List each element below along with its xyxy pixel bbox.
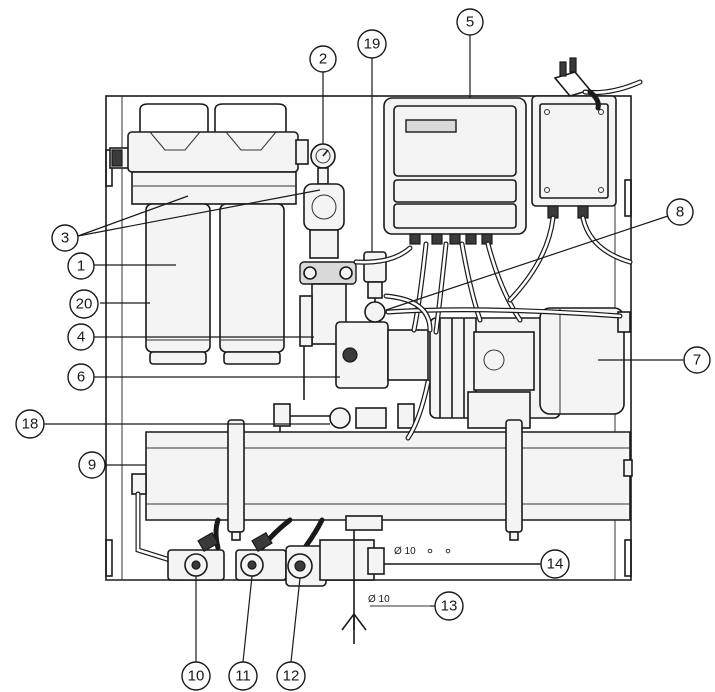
callout-20: 20 (69, 289, 99, 319)
callout-2: 2 (309, 45, 337, 73)
callout-12: 12 (276, 661, 306, 691)
membrane-vessel (131, 419, 633, 541)
callout-19-label: 19 (364, 36, 381, 53)
control-box (383, 97, 527, 245)
filter-housings (109, 103, 309, 365)
callout-14-label: 14 (547, 556, 564, 573)
dimension-labels: Ø 10 Ø 10 (368, 546, 451, 605)
bypass-line (273, 403, 415, 440)
callout-1: 1 (67, 252, 95, 280)
callout-6-label: 6 (77, 369, 85, 386)
pump-body (299, 283, 429, 400)
callout-3-label: 3 (61, 230, 69, 247)
callout-19: 19 (357, 29, 387, 59)
pressure-gauge (310, 143, 336, 185)
callout-3: 3 (51, 224, 79, 252)
callout-14: 14 (540, 549, 570, 579)
callout-8: 8 (666, 198, 694, 226)
junction-box (531, 57, 643, 219)
callout-2-label: 2 (319, 51, 327, 68)
callout-13: 13 (434, 591, 464, 621)
callout-7: 7 (683, 346, 711, 374)
callout-13-label: 13 (441, 598, 458, 615)
hoses (135, 215, 633, 563)
callout-18-label: 18 (22, 416, 39, 433)
callout-9-label: 9 (88, 457, 96, 474)
pipe-diameter-label-14: Ø 10 (394, 546, 416, 557)
callout-18: 18 (15, 409, 45, 439)
callout-5-label: 5 (466, 14, 474, 31)
callout-4-label: 4 (77, 329, 85, 346)
callout-12-label: 12 (283, 668, 300, 685)
callout-7-label: 7 (693, 352, 701, 369)
callout-10-label: 10 (188, 668, 205, 685)
pipe-diameter-label-13: Ø 10 (368, 594, 390, 605)
callout-1-label: 1 (77, 258, 85, 275)
leader-lines (44, 35, 684, 663)
callout-20-label: 20 (76, 296, 93, 313)
callout-9: 9 (78, 451, 106, 479)
callout-11-label: 11 (235, 668, 251, 685)
callout-4: 4 (67, 323, 95, 351)
callout-5: 5 (456, 8, 484, 36)
callout-6: 6 (67, 363, 95, 391)
callout-8-label: 8 (676, 204, 684, 221)
callout-11: 11 (228, 661, 258, 691)
valve-block (299, 183, 357, 285)
callout-10: 10 (181, 661, 211, 691)
motor (429, 307, 631, 429)
